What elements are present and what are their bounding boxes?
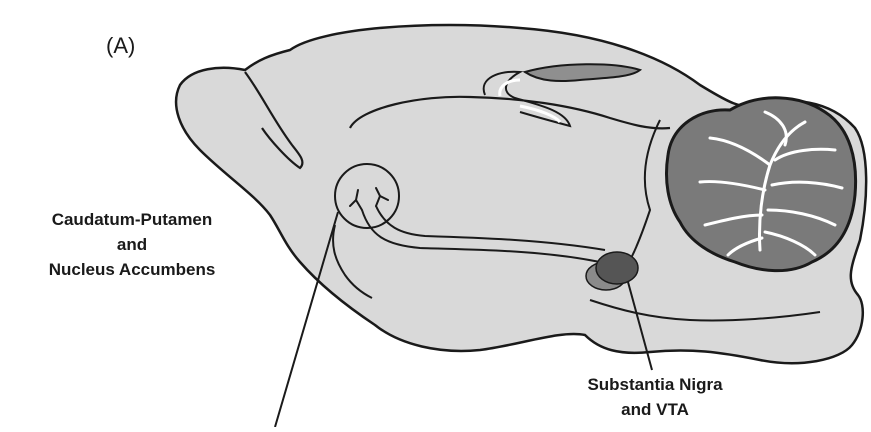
striatum-label-line2: and xyxy=(6,232,258,257)
striatum-label: Caudatum-Putamen and Nucleus Accumbens xyxy=(6,207,258,282)
midbrain-label-line2: and VTA xyxy=(560,397,750,422)
panel-label: (A) xyxy=(106,33,135,59)
substantia-nigra xyxy=(596,252,638,284)
midbrain-label-line1: Substantia Nigra xyxy=(560,372,750,397)
striatum-label-line3: Nucleus Accumbens xyxy=(6,257,258,282)
midbrain-label: Substantia Nigra and VTA xyxy=(560,372,750,422)
striatum-label-line1: Caudatum-Putamen xyxy=(6,207,258,232)
